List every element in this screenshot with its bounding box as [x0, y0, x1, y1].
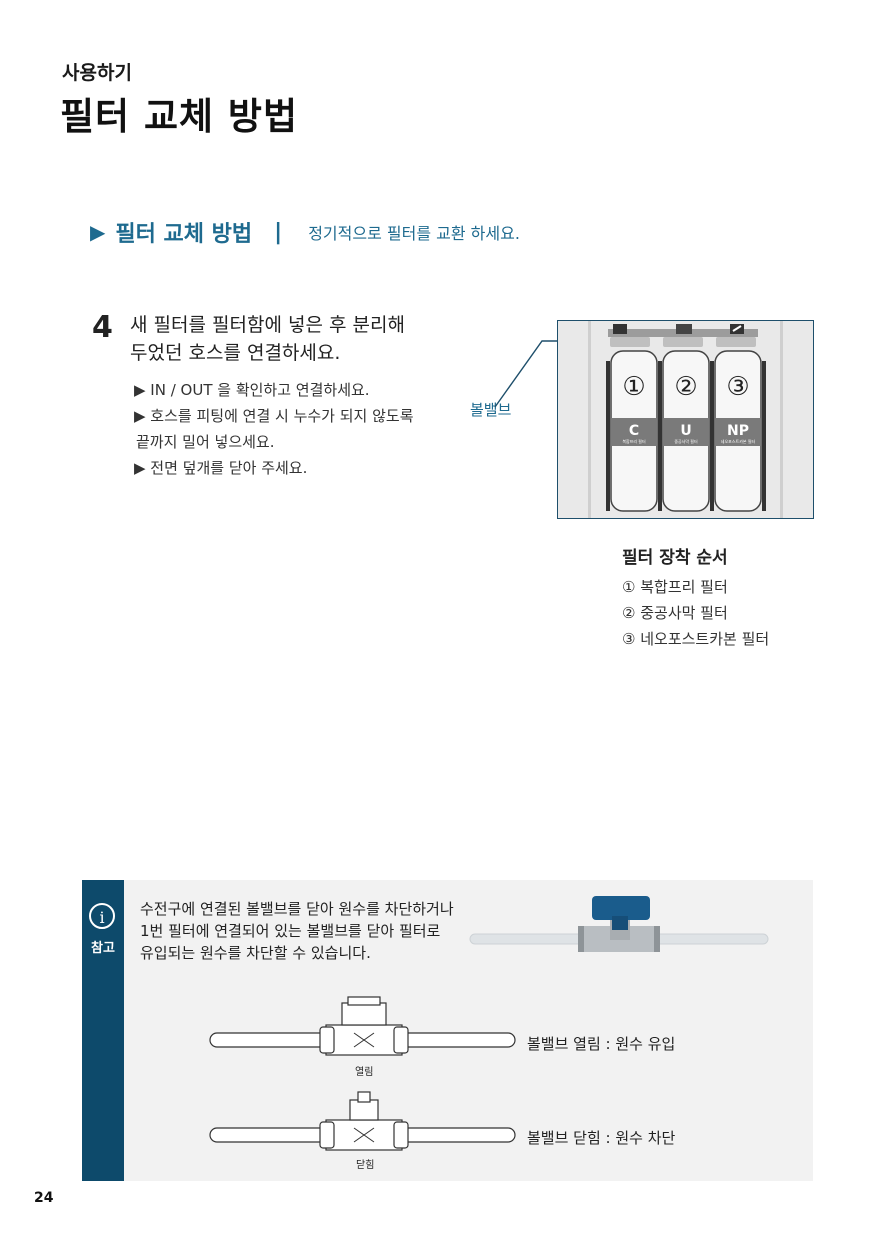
bullet-item: ▶ IN / OUT 을 확인하고 연결하세요. — [134, 381, 370, 399]
note-line: 유입되는 원수를 차단할 수 있습니다. — [140, 944, 371, 962]
order-item: ③ 네오포스트카본 필터 — [622, 630, 770, 648]
valve-closed-diagram — [209, 1091, 516, 1151]
note-sidebar — [82, 880, 124, 1181]
step-number: 4 — [92, 310, 113, 345]
ball-valve-illustration — [469, 896, 769, 952]
step-line: 새 필터를 필터함에 넣은 후 분리해 — [130, 314, 405, 336]
bullet-item: ▶ 전면 덮개를 닫아 주세요. — [134, 459, 308, 477]
bullet-continuation: 끝까지 밀어 넣으세요. — [136, 433, 275, 451]
order-item: ① 복합프리 필터 — [622, 578, 728, 596]
filter-number-1: ① — [622, 372, 645, 402]
filter-code-np: NP — [727, 423, 749, 439]
filter-label-2: 중공사막 필터 — [674, 438, 698, 444]
filter-number-3: ③ — [726, 372, 749, 402]
note-line: 1번 필터에 연결되어 있는 볼밸브를 닫아 필터로 — [140, 922, 441, 940]
install-order-title: 필터 장착 순서 — [622, 548, 728, 568]
triangle-icon: ▶ — [90, 220, 106, 244]
page-title: 필터 교체 방법 — [60, 95, 299, 138]
note-label: 참고 — [91, 941, 115, 956]
order-item: ② 중공사막 필터 — [622, 604, 728, 622]
bullet-item: ▶ 호스를 피팅에 연결 시 누수가 되지 않도록 — [134, 407, 414, 425]
section-kicker: 사용하기 — [62, 62, 132, 84]
filter-code-u: U — [680, 423, 691, 439]
filter-label-3: 네오포스트카본 필터 — [721, 438, 756, 444]
step-instruction: 새 필터를 필터함에 넣은 후 분리해 두었던 호스를 연결하세요. — [130, 311, 405, 367]
open-small-caption: 열림 — [355, 1067, 374, 1078]
section-heading: ▶ 필터 교체 방법 | 정기적으로 필터를 교환 하세요. — [90, 216, 520, 248]
section-description: 정기적으로 필터를 교환 하세요. — [308, 224, 520, 243]
open-caption: 볼밸브 열림 : 원수 유입 — [527, 1035, 676, 1053]
info-icon: i — [89, 903, 115, 929]
filter-number-2: ② — [674, 372, 697, 402]
note-line: 수전구에 연결된 볼밸브를 닫아 원수를 차단하거나 — [140, 900, 454, 918]
section-title: 필터 교체 방법 — [115, 222, 253, 247]
filter-code-c: C — [629, 423, 639, 439]
valve-open-diagram — [209, 996, 516, 1056]
install-order-list: ① 복합프리 필터 ② 중공사막 필터 ③ 네오포스트카본 필터 — [622, 574, 769, 652]
section-separator: | — [274, 219, 283, 245]
filter-photo: ① ② ③ C U NP 복합프리 필터 중공사막 필터 네오포스트카본 필터 — [557, 320, 814, 519]
ball-valve-label: 볼밸브 — [470, 401, 512, 419]
page-number: 24 — [34, 1190, 54, 1206]
step-bullets: ▶ IN / OUT 을 확인하고 연결하세요. ▶ 호스를 피팅에 연결 시 … — [134, 377, 414, 481]
step-line: 두었던 호스를 연결하세요. — [130, 342, 341, 364]
note-text: 수전구에 연결된 볼밸브를 닫아 원수를 차단하거나 1번 필터에 연결되어 있… — [140, 898, 454, 964]
close-small-caption: 닫힘 — [356, 1160, 375, 1171]
filter-label-1: 복합프리 필터 — [622, 438, 646, 444]
close-caption: 볼밸브 닫힘 : 원수 차단 — [527, 1129, 676, 1147]
